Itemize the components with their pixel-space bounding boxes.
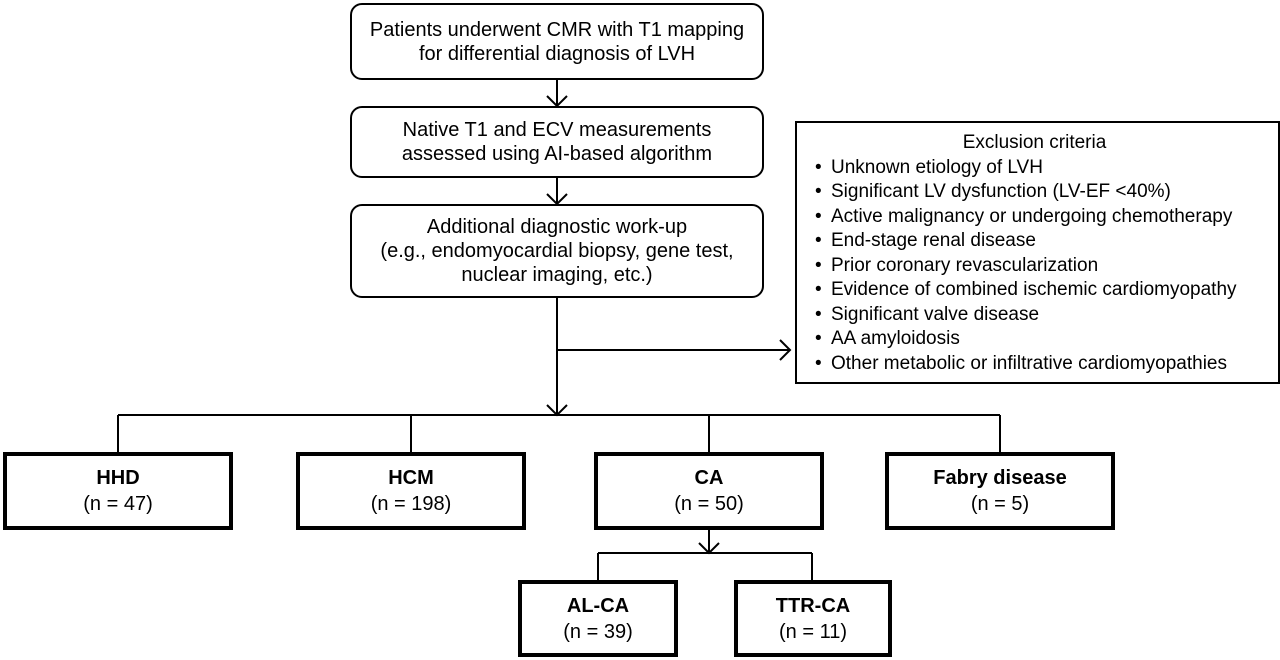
group-fabry-count: (n = 5) — [970, 493, 1030, 515]
group-hcm-name: HCM — [388, 467, 434, 489]
step-workup-line2: (e.g., endomyocardial biopsy, gene test, — [380, 240, 734, 262]
exclusion-item: •Evidence of combined ischemic cardiomyo… — [815, 278, 1266, 303]
exclusion-item: •Significant valve disease — [815, 303, 1266, 328]
step-cmr-line1: Patients underwent CMR with T1 mapping — [369, 18, 745, 41]
exclusion-item: •End-stage renal disease — [815, 229, 1266, 254]
group-hcm-box: HCM (n = 198) — [296, 452, 526, 530]
exclusion-criteria-box: Exclusion criteria •Unknown etiology of … — [795, 121, 1280, 384]
group-hcm-count: (n = 198) — [370, 493, 452, 515]
bullet-icon: • — [815, 230, 822, 251]
exclusion-item: •Significant LV dysfunction (LV-EF <40%) — [815, 180, 1266, 205]
bullet-icon: • — [815, 156, 822, 178]
bullet-icon: • — [815, 303, 822, 325]
subgroup-alca-box: AL-CA (n = 39) — [518, 580, 678, 657]
group-ca-name: CA — [694, 467, 724, 489]
group-fabry-name: Fabry disease — [933, 467, 1067, 489]
subgroup-alca-count: (n = 39) — [563, 620, 633, 643]
step-workup-box: Additional diagnostic work-up (e.g., end… — [350, 204, 764, 298]
group-hhd-name: HHD — [96, 467, 140, 489]
exclusion-criteria-list: •Unknown etiology of LVH •Significant LV… — [815, 156, 1266, 377]
bullet-icon: • — [815, 279, 822, 300]
arrowhead-exclusion — [779, 339, 792, 361]
exclusion-item: •AA amyloidosis — [815, 327, 1266, 352]
bullet-icon: • — [815, 352, 822, 374]
exclusion-item: •Prior coronary revascularization — [815, 254, 1266, 279]
bullet-icon: • — [815, 254, 822, 276]
exclusion-item: •Other metabolic or infiltrative cardiom… — [815, 352, 1266, 377]
step-workup-line1: Additional diagnostic work-up — [426, 216, 688, 238]
step-workup-line3: nuclear imaging, etc.) — [461, 264, 653, 286]
exclusion-item: •Unknown etiology of LVH — [815, 156, 1266, 181]
group-hhd-box: HHD (n = 47) — [3, 452, 233, 530]
step-measurement-line1: Native T1 and ECV measurements — [402, 119, 712, 141]
exclusion-item: •Active malignancy or undergoing chemoth… — [815, 205, 1266, 230]
subgroup-ttrca-name: TTR-CA — [775, 594, 851, 617]
step-measurement-box: Native T1 and ECV measurements assessed … — [350, 106, 764, 178]
group-fabry-box: Fabry disease (n = 5) — [885, 452, 1115, 530]
bullet-icon: • — [815, 181, 822, 202]
bullet-icon: • — [815, 328, 822, 349]
step-cmr-box: Patients underwent CMR with T1 mapping f… — [350, 3, 764, 80]
group-ca-count: (n = 50) — [674, 493, 744, 515]
subgroup-ttrca-count: (n = 11) — [779, 620, 847, 643]
bullet-icon: • — [815, 205, 822, 227]
exclusion-criteria-title: Exclusion criteria — [962, 132, 1107, 153]
subgroup-alca-name: AL-CA — [566, 594, 630, 617]
step-cmr-line2: for differential diagnosis of LVH — [418, 42, 696, 65]
step-measurement-line2: assessed using AI-based algorithm — [401, 143, 713, 165]
group-hhd-count: (n = 47) — [83, 493, 153, 515]
group-ca-box: CA (n = 50) — [594, 452, 824, 530]
subgroup-ttrca-box: TTR-CA (n = 11) — [734, 580, 892, 657]
